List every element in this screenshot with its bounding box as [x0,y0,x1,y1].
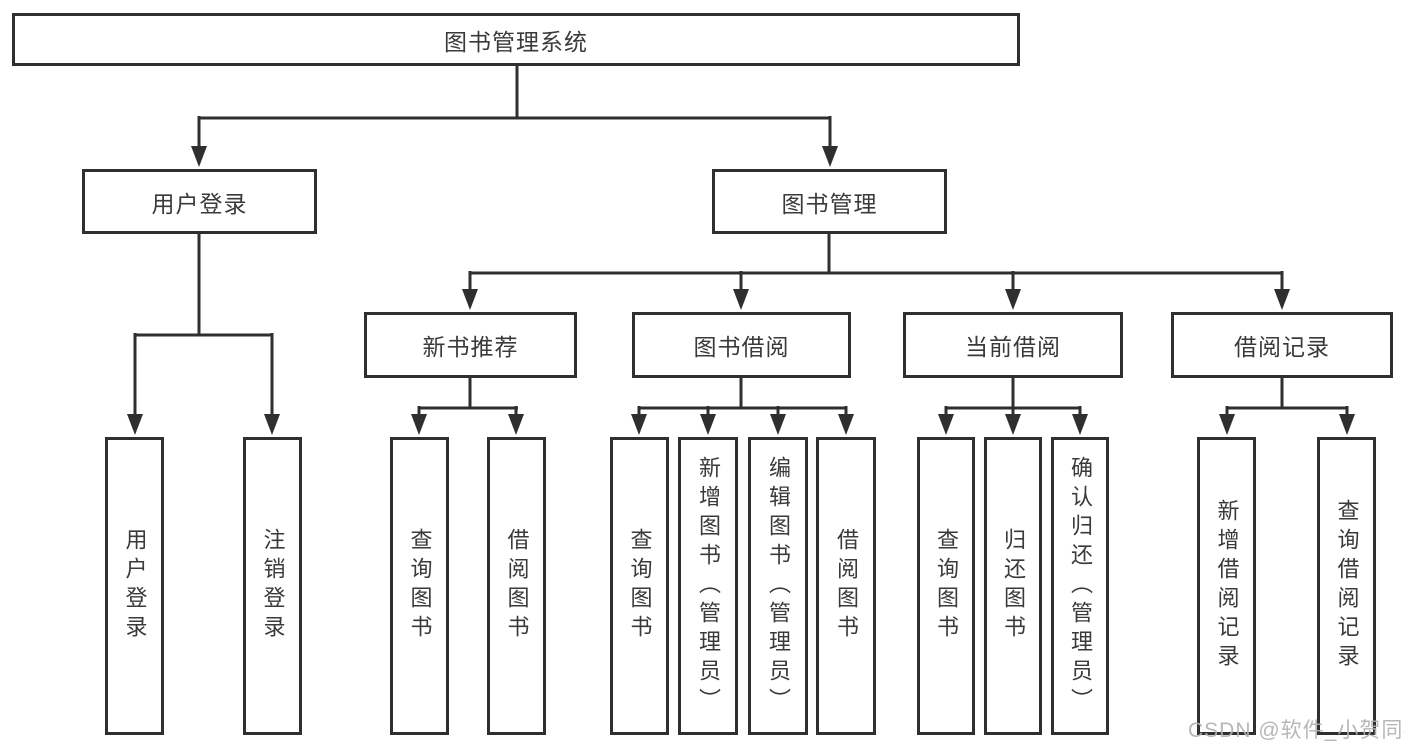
arrowhead [127,414,143,435]
arrowhead [1274,289,1290,310]
leaf-cb-confirm-return-admin: 确认归还（管理员） [1051,437,1109,735]
arrowhead [1339,414,1355,435]
leaf-bb-add-book-admin: 新增图书（管理员） [678,437,738,735]
leaf-br-query-record: 查询借阅记录 [1317,437,1376,735]
arrowhead [508,414,524,435]
leaf-cb-return-book-label: 归还图书 [1001,528,1026,644]
csdn-watermark: CSDN @软件_小贺同学 [1188,719,1405,742]
arrowhead [462,289,478,310]
leaf-bb-borrow-book: 借阅图书 [816,437,876,735]
branch-record [1219,377,1355,435]
node-book-management: 图书管理 [712,169,947,234]
leaf-rec-borrow-book: 借阅图书 [487,437,546,735]
leaf-cb-return-book: 归还图书 [984,437,1042,735]
leaf-cb-confirm-return-admin-label: 确认归还（管理员） [1068,455,1093,717]
node-new-book-recommend: 新书推荐 [364,312,577,378]
arrowhead [700,414,716,435]
branch-rec [411,377,524,435]
arrowhead [838,414,854,435]
node-current-borrow: 当前借阅 [903,312,1123,378]
arrowhead [631,414,647,435]
node-book-borrow: 图书借阅 [632,312,851,378]
leaf-bb-borrow-book-label: 借阅图书 [834,528,859,644]
leaf-bb-query-book-label: 查询图书 [627,528,653,644]
branch-mgmt [462,233,1290,310]
leaf-br-add-record-label: 新增借阅记录 [1214,499,1240,673]
arrowhead [938,414,954,435]
leaf-rec-borrow-book-label: 借阅图书 [504,528,530,644]
leaf-logout: 注销登录 [243,437,302,735]
arrowhead [1005,414,1021,435]
node-user-login: 用户登录 [82,169,317,234]
arrowhead [733,289,749,310]
arrowhead [1005,289,1021,310]
branch-root [191,65,838,167]
leaf-bb-query-book: 查询图书 [610,437,669,735]
arrowhead [411,414,427,435]
branch-login [127,233,280,435]
leaf-rec-query-book-label: 查询图书 [407,528,433,644]
node-borrow-records: 借阅记录 [1171,312,1393,378]
leaf-user-login: 用户登录 [105,437,164,735]
arrowhead [822,146,838,167]
arrowhead [1219,414,1235,435]
leaf-user-login-label: 用户登录 [122,528,148,644]
leaf-cb-query-book-label: 查询图书 [934,528,959,644]
branch-current [938,377,1088,435]
leaf-br-query-record-label: 查询借阅记录 [1334,499,1360,673]
leaf-bb-edit-book-admin-label: 编辑图书（管理员） [766,455,791,717]
node-root: 图书管理系统 [12,13,1020,66]
leaf-cb-query-book: 查询图书 [917,437,975,735]
arrowhead [1072,414,1088,435]
leaf-bb-add-book-admin-label: 新增图书（管理员） [696,455,721,717]
leaf-bb-edit-book-admin: 编辑图书（管理员） [748,437,808,735]
arrowhead [770,414,786,435]
leaf-rec-query-book: 查询图书 [390,437,449,735]
branch-borrow [631,377,854,435]
arrowhead [191,146,207,167]
leaf-logout-label: 注销登录 [260,528,286,644]
arrowhead [264,414,280,435]
leaf-br-add-record: 新增借阅记录 [1197,437,1256,735]
